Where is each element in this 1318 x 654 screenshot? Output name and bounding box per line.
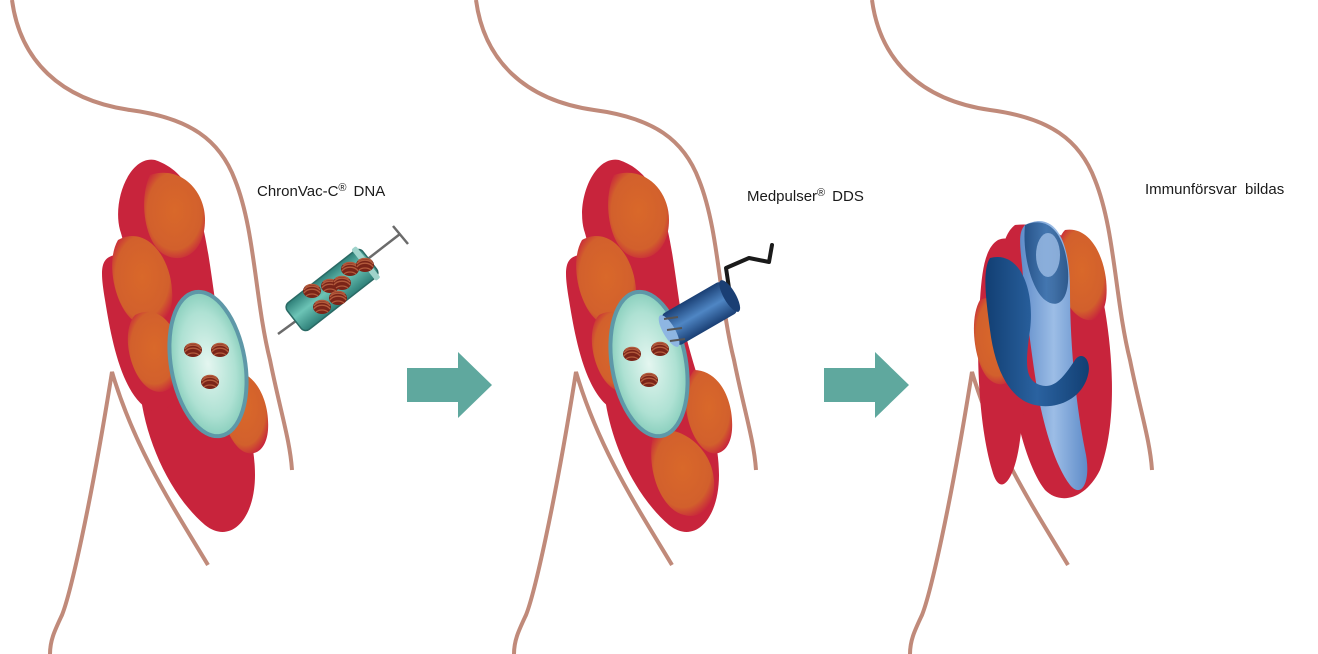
dna-plasmid-icon	[651, 342, 669, 356]
registered-mark: ®	[338, 182, 346, 194]
dna-plasmid-icon	[184, 343, 202, 357]
arrow-right-icon	[407, 352, 492, 418]
syringe-icon	[278, 226, 408, 335]
panel-3	[872, 0, 1152, 654]
dna-plasmid-icon	[640, 373, 658, 387]
step-2-label: Medpulser® DDS	[747, 188, 864, 204]
registered-mark: ®	[817, 187, 825, 199]
label-suffix: DNA	[354, 183, 386, 200]
panel-1	[12, 0, 408, 654]
label-text: Immunförsvar bildas	[1145, 181, 1284, 198]
step-3-label: Immunförsvar bildas	[1145, 182, 1284, 197]
dna-plasmid-icon	[623, 347, 641, 361]
label-suffix: DDS	[832, 188, 864, 205]
arrow-right-icon	[824, 352, 909, 418]
label-text: Medpulser	[747, 188, 817, 205]
label-text: ChronVac-C	[257, 183, 338, 200]
panel-2	[476, 0, 772, 654]
dna-plasmid-icon	[211, 343, 229, 357]
step-1-label: ChronVac-C® DNA	[257, 183, 385, 199]
dna-plasmid-icon	[201, 375, 219, 389]
